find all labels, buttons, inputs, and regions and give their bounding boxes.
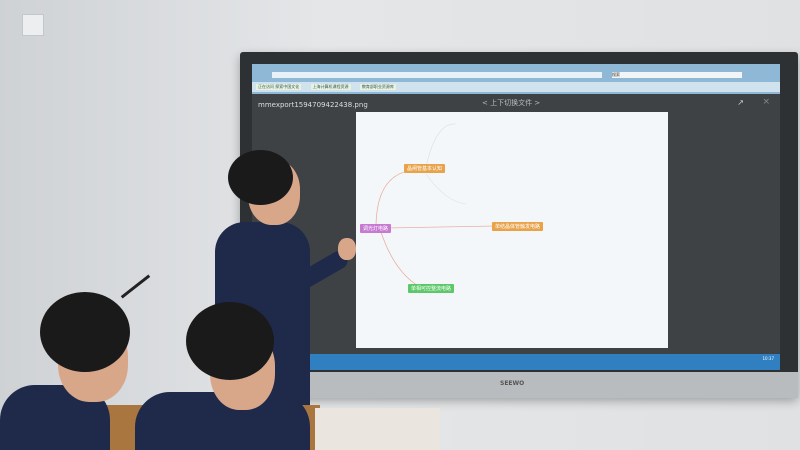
wall-switch — [22, 14, 44, 36]
screen: 搜索 正在访问 探索中国文化 上海计算机课程资源 教育部职业资源库 mmexpo… — [252, 64, 780, 370]
taskbar: 10:37 — [252, 354, 780, 370]
switch-file-nav[interactable]: < 上下切换文件 > — [482, 99, 541, 107]
browser-chrome: 搜索 正在访问 探索中国文化 上海计算机课程资源 教育部职业资源库 — [252, 64, 780, 94]
root-node[interactable]: 调光灯电路 — [360, 224, 392, 233]
image-viewer-header: mmexport1594709422438.png < 上下切换文件 > ↗ × — [252, 94, 780, 112]
speaker-box — [315, 408, 440, 450]
address-bar[interactable] — [272, 72, 602, 78]
standing-person-hair — [228, 150, 293, 205]
display-bottom-bar — [240, 372, 798, 398]
branch-node[interactable]: 单相可控整流电路 — [408, 284, 455, 293]
mindmap-image: 调光灯电路 晶闸管基本认知 单结晶体管触发电路 单相可控整流电路 + − ↻ <… — [356, 112, 668, 348]
tab[interactable]: 教育部职业资源库 — [359, 84, 396, 90]
clock: 10:37 — [762, 356, 774, 361]
student-hair — [40, 292, 130, 372]
tab[interactable]: 上海计算机课程资源 — [310, 84, 351, 90]
branch-node[interactable]: 单结晶体管触发电路 — [492, 222, 544, 231]
search-input[interactable]: 搜索 — [612, 72, 742, 78]
branch-node[interactable]: 晶闸管基本认知 — [404, 164, 446, 173]
file-name: mmexport1594709422438.png — [258, 101, 368, 109]
expand-icon[interactable]: ↗ — [737, 98, 744, 107]
close-icon[interactable]: × — [762, 97, 770, 107]
favorites-bar: 正在访问 探索中国文化 上海计算机课程资源 教育部职业资源库 — [252, 82, 780, 92]
hand — [338, 238, 356, 260]
brand-logo: SEEWO — [500, 380, 525, 387]
student-hair — [186, 302, 274, 380]
tab[interactable]: 正在访问 探索中国文化 — [256, 84, 302, 90]
